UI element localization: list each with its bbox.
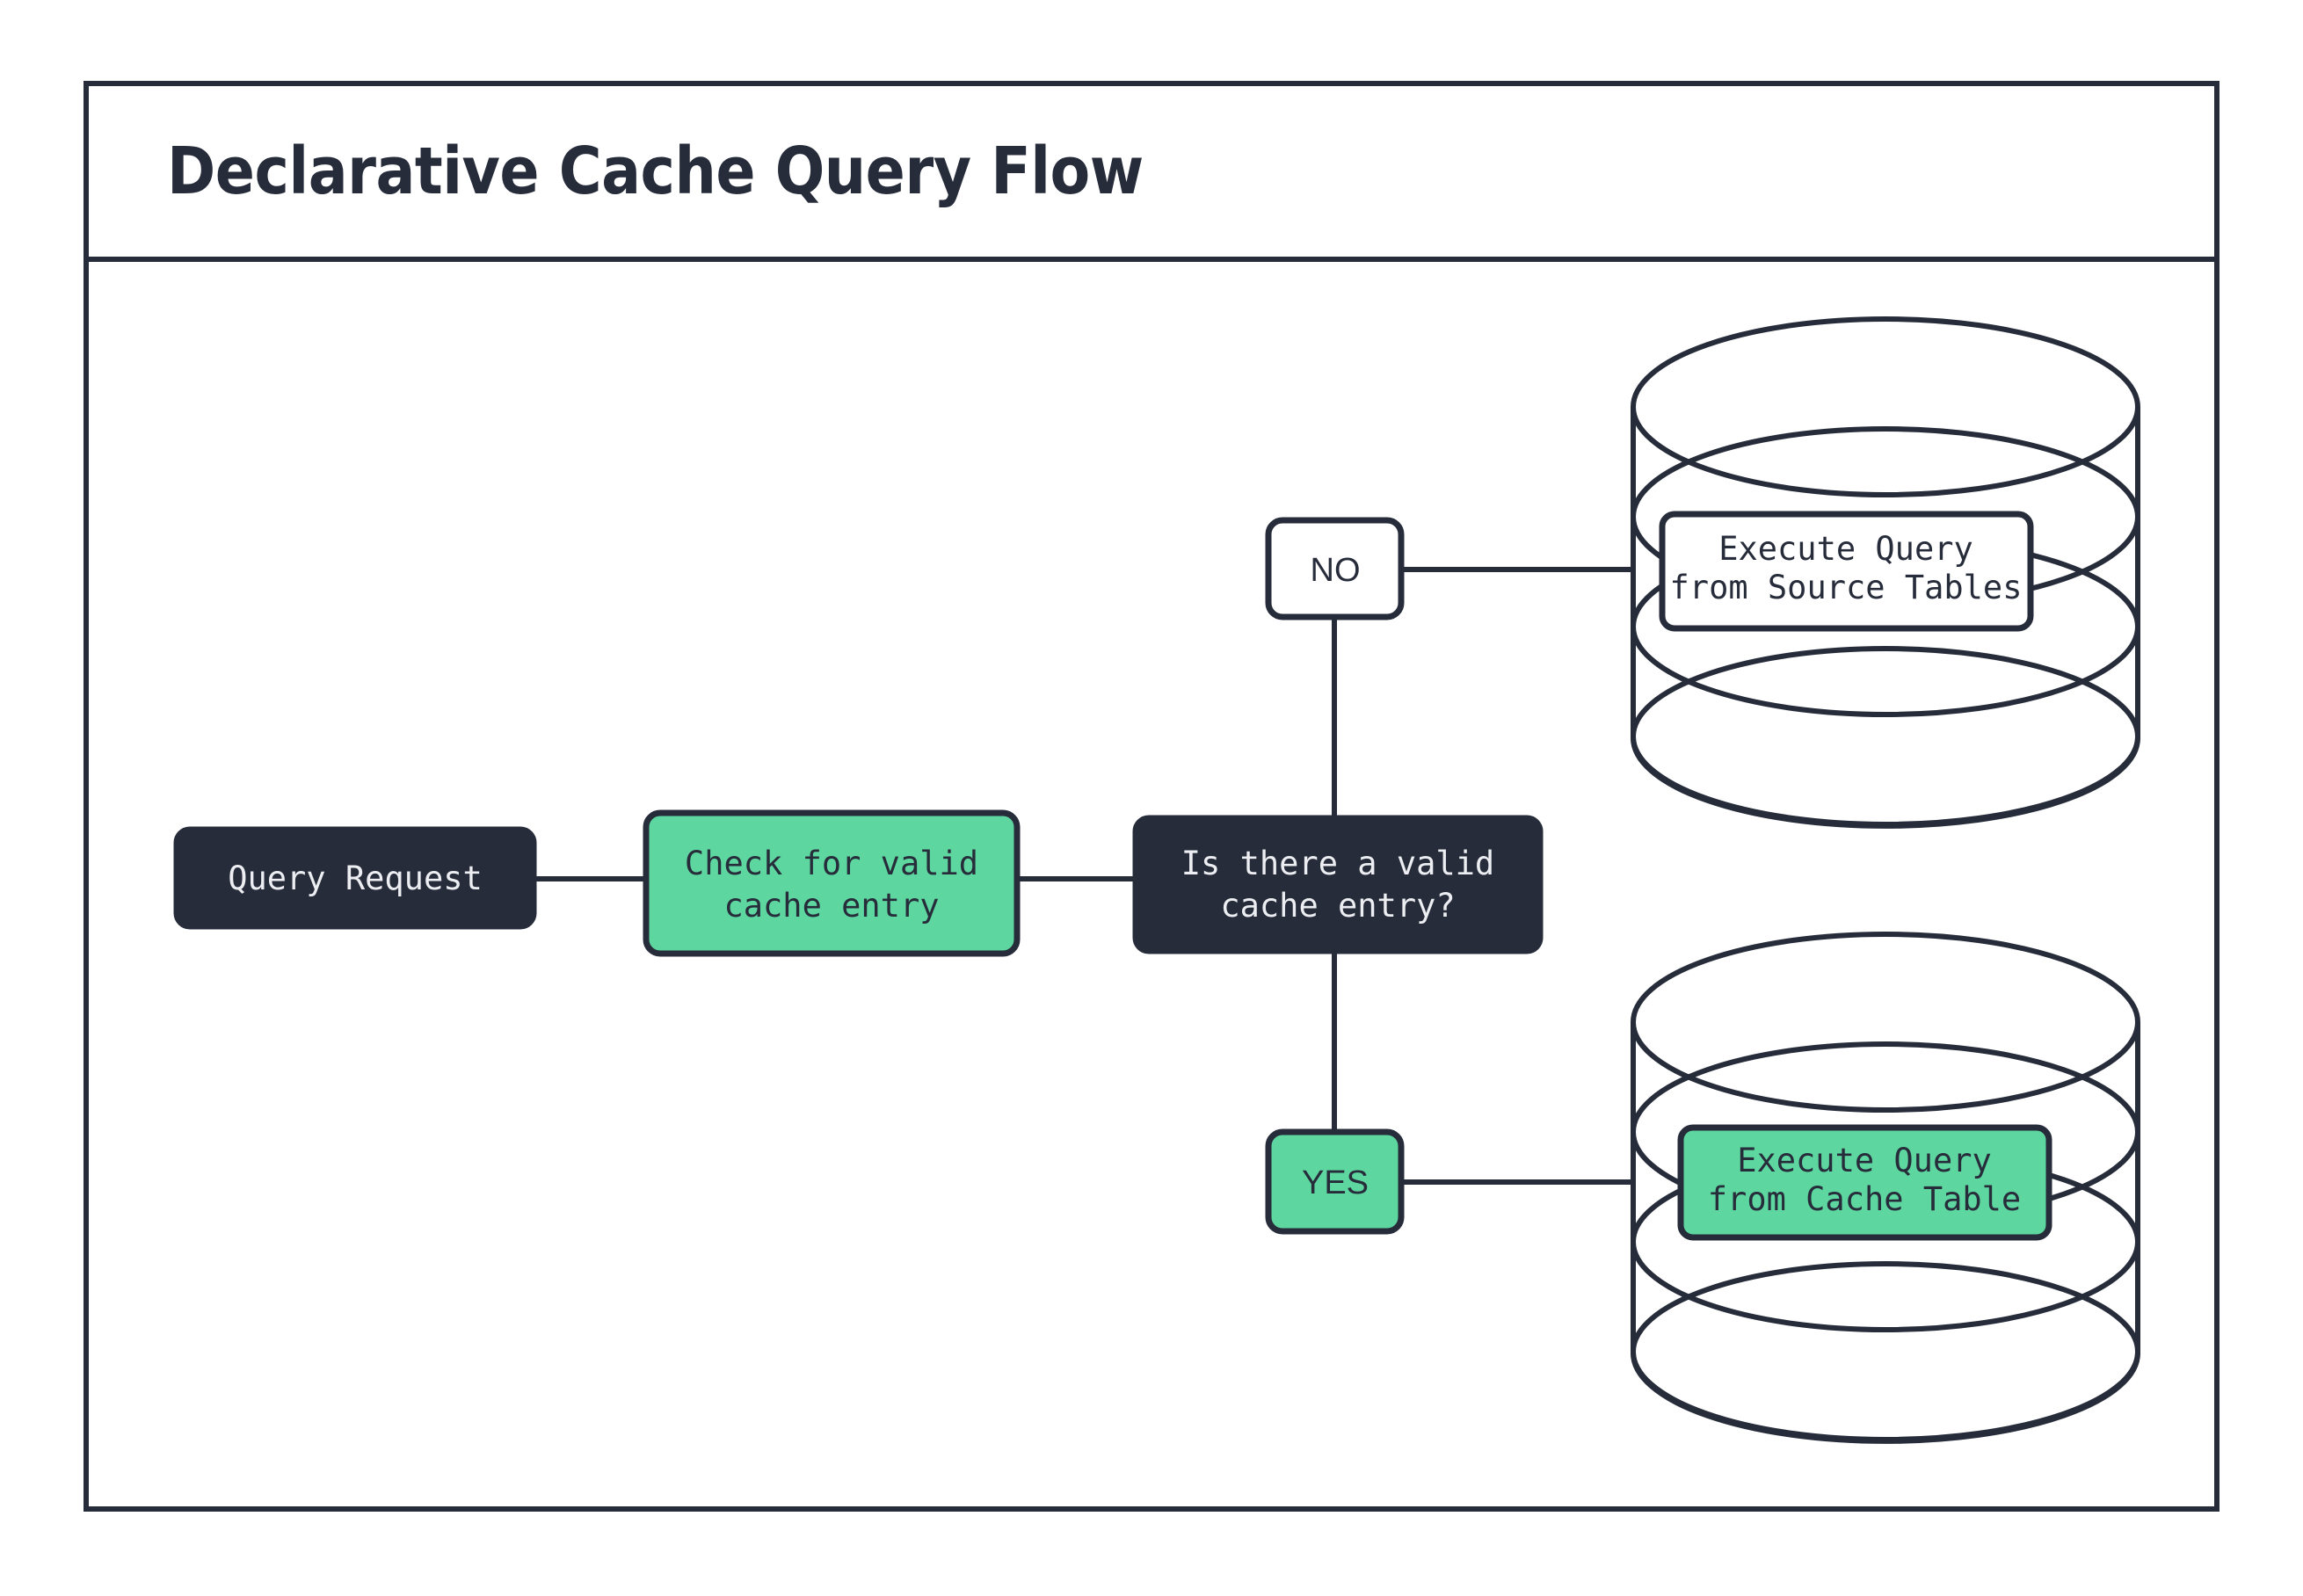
check-cache-line2: cache entry <box>723 887 939 925</box>
yes-branch-box[interactable] <box>1265 1128 1405 1235</box>
db-platter-bottom <box>1631 646 2140 827</box>
query-request-box[interactable] <box>173 826 537 930</box>
check-cache-box[interactable] <box>643 809 1021 957</box>
branch-label-no[interactable]: NO <box>1265 517 1405 620</box>
decision-line2: cache entry? <box>1220 887 1455 925</box>
no-branch-label: NO <box>1311 552 1361 589</box>
db-platter-bottom <box>1631 1261 2140 1442</box>
diagram-frame <box>84 81 2219 1512</box>
source-tables-line1: Execute Query <box>1718 530 1973 568</box>
page-title: Declarative Cache Query Flow <box>167 134 1144 209</box>
source-tables-database-cylinder: Execute Query from Source Tables <box>1631 316 2140 829</box>
cache-table-label-box[interactable] <box>1677 1124 2052 1241</box>
source-tables-label-box[interactable] <box>1659 511 2034 632</box>
decision-box[interactable] <box>1132 815 1544 954</box>
node-decision-valid-cache[interactable]: Is there a valid cache entry? <box>1132 815 1544 954</box>
db-platter-top <box>1631 316 2140 497</box>
cache-table-line2: from Cache Table <box>1708 1180 2021 1218</box>
node-check-cache-entry[interactable]: Check for valid cache entry <box>643 809 1021 957</box>
source-tables-line2: from Source Tables <box>1670 569 2023 606</box>
check-cache-line1: Check for valid <box>685 845 978 882</box>
yes-branch-label: YES <box>1302 1164 1369 1201</box>
node-query-request[interactable]: Query Request <box>173 826 537 930</box>
no-branch-box[interactable] <box>1265 517 1405 620</box>
db-platter-top <box>1631 932 2140 1113</box>
query-request-label: Query Request <box>228 860 483 897</box>
cache-table-line1: Execute Query <box>1737 1142 1992 1179</box>
cache-table-database-cylinder: Execute Query from Cache Table <box>1631 932 2140 1444</box>
branch-label-yes[interactable]: YES <box>1265 1128 1405 1235</box>
decision-line1: Is there a valid <box>1181 845 1494 882</box>
